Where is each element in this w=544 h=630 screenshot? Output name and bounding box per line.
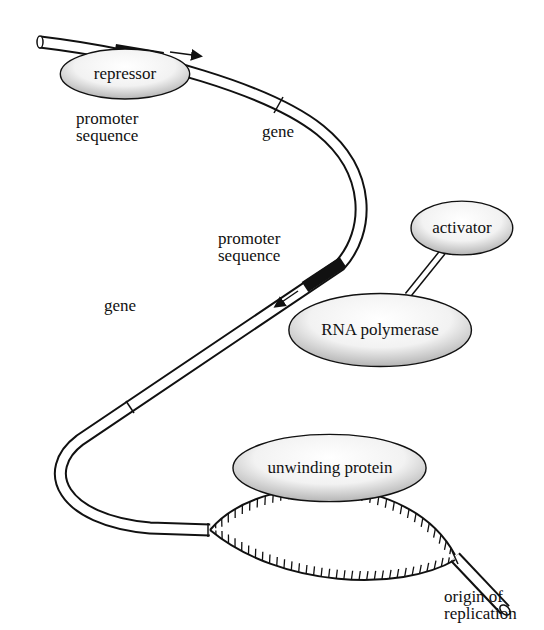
protein-blob: RNA polymerase: [287, 292, 473, 368]
base-pair-tick: [269, 554, 271, 563]
protein-label: RNA polymerase: [317, 321, 443, 339]
base-pair-tick: [262, 552, 264, 561]
base-pair-tick: [397, 569, 399, 578]
part-label: gene: [104, 297, 164, 314]
base-pair-tick: [428, 523, 430, 532]
base-pair-tick: [305, 565, 307, 574]
base-pair-tick: [313, 566, 315, 575]
base-pair-tick: [351, 571, 352, 580]
base-pair-tick: [249, 502, 251, 511]
base-pair-tick: [283, 559, 285, 568]
promoter-band: [305, 262, 343, 287]
base-pair-tick: [434, 529, 436, 538]
base-pair-tick: [408, 509, 410, 518]
part-label: promoter sequence: [218, 230, 314, 264]
bubble-fork: [207, 523, 209, 537]
base-pair-tick: [276, 557, 278, 566]
base-pair-tick: [359, 571, 360, 580]
base-pair-tick: [234, 509, 235, 518]
base-pair-tick: [450, 548, 451, 554]
base-pair-tick: [393, 502, 394, 511]
gene-boundary: [274, 97, 283, 113]
base-pair-tick: [298, 563, 300, 572]
direction-arrow: [170, 52, 200, 56]
part-label: promoter sequence: [76, 110, 172, 144]
protein-blob: unwinding protein: [231, 433, 428, 503]
base-pair-tick: [336, 570, 337, 579]
part-label: gene: [262, 123, 322, 140]
protein-label: repressor: [90, 65, 160, 83]
base-pair-tick: [421, 518, 423, 527]
base-pair-tick: [241, 542, 242, 551]
base-pair-tick: [441, 558, 443, 567]
base-pair-tick: [291, 561, 293, 570]
base-pair-tick: [328, 569, 330, 578]
base-pair-tick: [405, 568, 407, 577]
base-pair-tick: [344, 570, 345, 579]
part-label: origin of replication: [444, 588, 540, 622]
base-pair-tick: [412, 567, 414, 576]
base-pair-tick: [382, 570, 383, 579]
base-pair-tick: [427, 563, 429, 572]
base-pair-tick: [400, 505, 401, 514]
base-pair-tick: [434, 561, 436, 570]
base-pair-tick: [439, 535, 441, 544]
base-pair-tick: [234, 538, 235, 547]
base-pair-tick: [390, 570, 391, 579]
base-pair-tick: [228, 534, 229, 543]
base-pair-tick: [264, 496, 266, 505]
base-pair-tick: [221, 531, 222, 539]
gene-boundary: [126, 401, 134, 413]
base-pair-tick: [215, 530, 216, 534]
base-pair-tick: [414, 513, 416, 522]
bubble-fork: [452, 551, 458, 564]
protein-label: activator: [428, 219, 495, 237]
dna-tube: [37, 36, 512, 617]
base-pair-tick: [367, 571, 368, 580]
base-pair-tick: [221, 518, 222, 526]
binding-link: [405, 250, 445, 297]
base-pair-tick: [255, 549, 257, 558]
base-pair-tick: [374, 571, 375, 580]
base-pair-tick: [248, 546, 250, 555]
base-pair-tick: [228, 513, 229, 522]
base-pair-tick: [445, 541, 447, 550]
protein-blob: repressor: [59, 48, 191, 100]
protein-blob: activator: [410, 200, 514, 256]
base-pair-tick: [215, 524, 216, 528]
protein-label: unwinding protein: [263, 459, 396, 477]
base-pair-tick: [420, 565, 422, 574]
base-pair-tick: [448, 557, 449, 563]
base-pair-tick: [242, 505, 243, 514]
base-pair-tick: [257, 499, 259, 508]
base-pair-tick: [385, 499, 386, 508]
base-pair-tick: [320, 568, 322, 577]
direction-arrow: [276, 291, 298, 306]
